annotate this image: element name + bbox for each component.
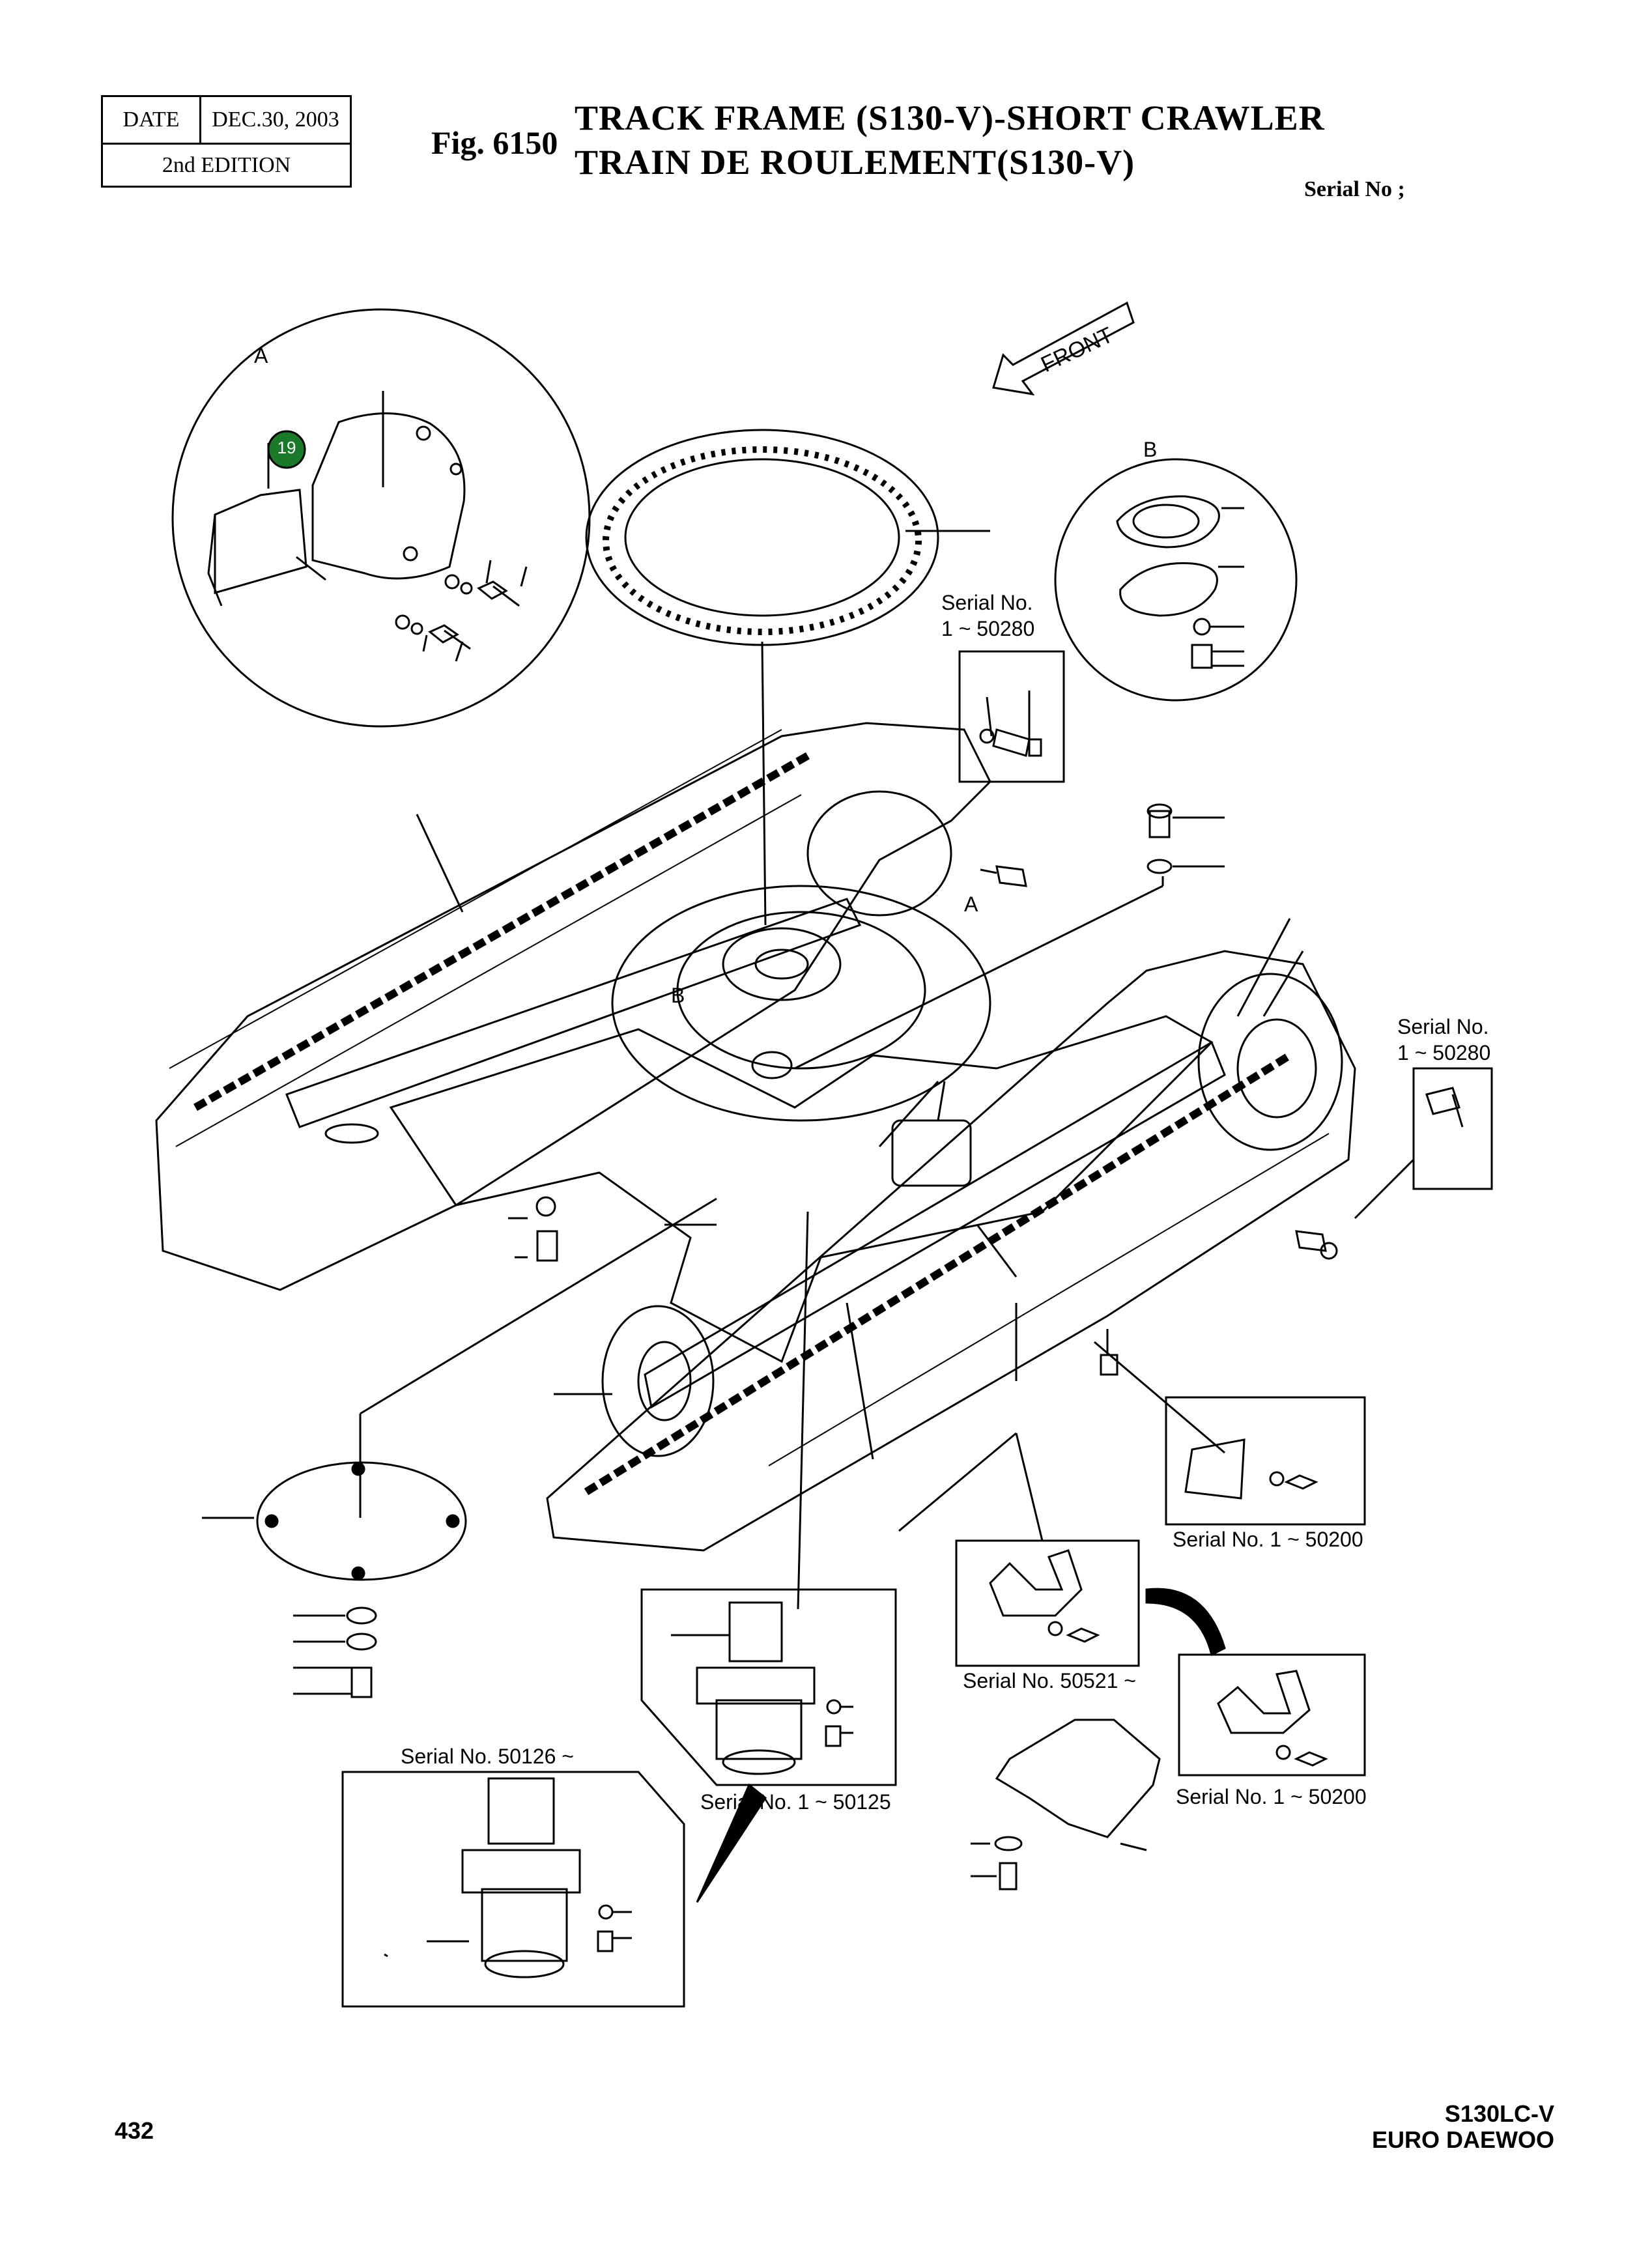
detail-b-label: B xyxy=(1143,438,1158,461)
serial-note-right-bolt: Serial No. 1 ~ 50280 xyxy=(1397,1015,1491,1064)
track-guard xyxy=(971,1719,1161,1890)
serial-number-header: Serial No ; xyxy=(1304,177,1405,201)
track-frame-assembly xyxy=(155,722,1356,1552)
cover-plate-disc xyxy=(202,1197,717,1698)
model-name: S130LC-V xyxy=(1444,2100,1554,2127)
detail-a-view xyxy=(171,308,591,728)
callout-19[interactable] xyxy=(267,430,306,469)
edition-label: 2nd EDITION xyxy=(162,153,291,177)
date-label: DATE xyxy=(103,97,201,143)
serial-note-bracket-old: Serial No. 1 ~ 50200 xyxy=(1176,1785,1367,1808)
sprocket-bolts xyxy=(980,803,1225,887)
page-number: 432 xyxy=(115,2117,154,2144)
brand-name: EURO DAEWOO xyxy=(1371,2126,1554,2153)
figure-number: Fig. 6150 xyxy=(431,124,558,161)
callout-a-letter: A xyxy=(964,892,978,916)
date-value: DEC.30, 2003 xyxy=(212,107,339,132)
detail-a-label: A xyxy=(254,344,268,367)
cover-plate-box xyxy=(1094,1329,1366,1526)
front-arrow-icon xyxy=(992,301,1135,396)
page-subtitle: TRAIN DE ROULEMENT(S130-V) xyxy=(575,143,1135,182)
bracket-new-box xyxy=(898,1432,1140,1667)
callout-b-letter: B xyxy=(671,984,685,1007)
serial-note-bracket-new: Serial No. 50521 ~ xyxy=(963,1669,1136,1692)
swivel-joint-old-box xyxy=(640,1211,897,1786)
detail-b-view xyxy=(1054,458,1298,702)
curved-arrow-icon xyxy=(1145,1588,1226,1657)
footer-model: S130LC-V EURO DAEWOO xyxy=(1372,2101,1554,2153)
serial-note-joint-new: Serial No. 50126 ~ xyxy=(401,1745,574,1768)
page-title: TRACK FRAME (S130-V)-SHORT CRAWLER xyxy=(575,98,1325,137)
right-bolt-box xyxy=(1295,1067,1493,1260)
serial-note-cover-plate: Serial No. 1 ~ 50200 xyxy=(1173,1528,1363,1551)
date-edition-box: DATE DEC.30, 2003 2nd EDITION xyxy=(101,95,352,188)
left-frame-bolts xyxy=(508,1196,558,1262)
callout-19-label: 19 xyxy=(277,438,296,457)
swivel-joint-new-box xyxy=(341,1771,685,2008)
serial-note-joint-old: Serial No. 1 ~ 50125 xyxy=(700,1790,891,1814)
serial-note-top-bolt: Serial No. 1 ~ 50280 xyxy=(941,591,1035,640)
slewing-ring xyxy=(585,429,990,926)
bracket-old-box xyxy=(1178,1653,1366,1776)
pointer-wedge xyxy=(696,1783,767,1903)
top-bolt-box xyxy=(958,650,1065,783)
